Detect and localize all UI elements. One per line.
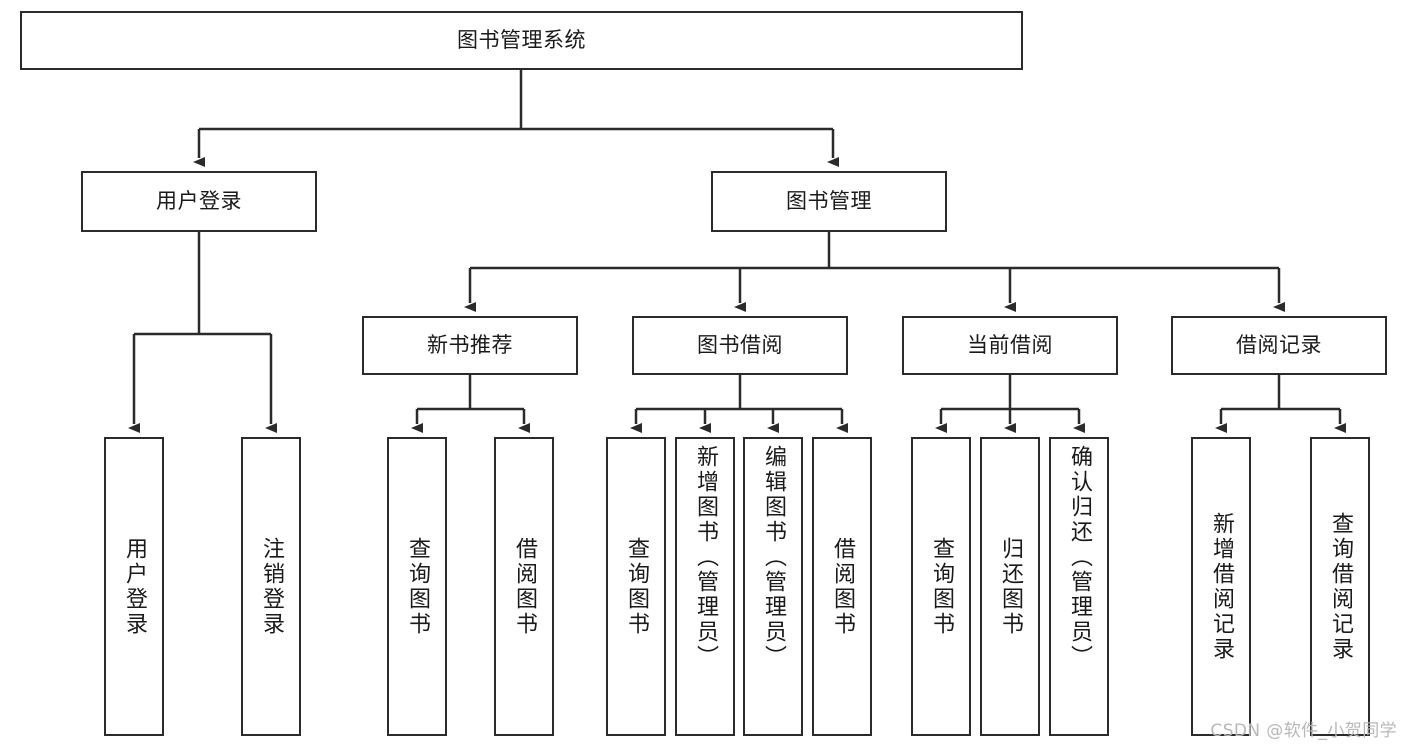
- node-leaf-user-login[interactable]: 用户登录: [104, 437, 164, 736]
- node-book-management-label: 图书管理: [786, 188, 872, 213]
- node-leaf-return-book[interactable]: 归还图书: [980, 437, 1040, 736]
- node-borrow-record-label: 借阅记录: [1236, 332, 1322, 357]
- node-new-book-recommend-label: 新书推荐: [427, 332, 513, 357]
- node-leaf-query-book-3-label: 查询图书: [929, 536, 954, 637]
- node-leaf-borrow-book-1[interactable]: 借阅图书: [494, 437, 554, 736]
- node-book-borrow[interactable]: 图书借阅: [632, 316, 848, 375]
- node-leaf-edit-book[interactable]: 编辑图书（管理员）: [743, 437, 803, 736]
- node-leaf-logout[interactable]: 注销登录: [241, 437, 301, 736]
- node-leaf-confirm-return[interactable]: 确认归还（管理员）: [1049, 437, 1109, 736]
- node-leaf-query-book-3[interactable]: 查询图书: [911, 437, 971, 736]
- node-leaf-query-book-1[interactable]: 查询图书: [387, 437, 447, 736]
- node-leaf-borrow-book-2-label: 借阅图书: [830, 536, 855, 637]
- node-root-label: 图书管理系统: [457, 27, 586, 52]
- node-current-borrow-label: 当前借阅: [967, 332, 1053, 357]
- node-leaf-borrow-book-1-label: 借阅图书: [512, 536, 537, 637]
- node-leaf-query-record-label: 查询借阅记录: [1328, 511, 1353, 662]
- node-leaf-add-record[interactable]: 新增借阅记录: [1191, 437, 1251, 736]
- node-leaf-add-book[interactable]: 新增图书（管理员）: [675, 437, 735, 736]
- node-leaf-query-book-2-label: 查询图书: [624, 536, 649, 637]
- node-leaf-borrow-book-2[interactable]: 借阅图书: [812, 437, 872, 736]
- node-borrow-record[interactable]: 借阅记录: [1171, 316, 1387, 375]
- node-leaf-query-book-1-label: 查询图书: [405, 536, 430, 637]
- node-new-book-recommend[interactable]: 新书推荐: [362, 316, 578, 375]
- node-book-management[interactable]: 图书管理: [711, 171, 947, 232]
- node-user-login[interactable]: 用户登录: [81, 171, 317, 232]
- node-root[interactable]: 图书管理系统: [20, 11, 1023, 70]
- node-leaf-logout-label: 注销登录: [259, 536, 284, 637]
- watermark-text: CSDN @软件_小贺同学: [1210, 721, 1397, 741]
- node-user-login-label: 用户登录: [156, 188, 242, 213]
- node-leaf-query-book-2[interactable]: 查询图书: [606, 437, 666, 736]
- node-leaf-user-login-label: 用户登录: [122, 536, 147, 637]
- node-leaf-query-record[interactable]: 查询借阅记录: [1310, 437, 1370, 736]
- node-leaf-return-book-label: 归还图书: [998, 536, 1023, 637]
- node-current-borrow[interactable]: 当前借阅: [902, 316, 1118, 375]
- node-leaf-edit-book-label: 编辑图书（管理员）: [761, 445, 786, 670]
- node-leaf-add-record-label: 新增借阅记录: [1209, 511, 1234, 662]
- node-leaf-confirm-return-label: 确认归还（管理员）: [1067, 445, 1092, 670]
- node-leaf-add-book-label: 新增图书（管理员）: [693, 445, 718, 670]
- node-book-borrow-label: 图书借阅: [697, 332, 783, 357]
